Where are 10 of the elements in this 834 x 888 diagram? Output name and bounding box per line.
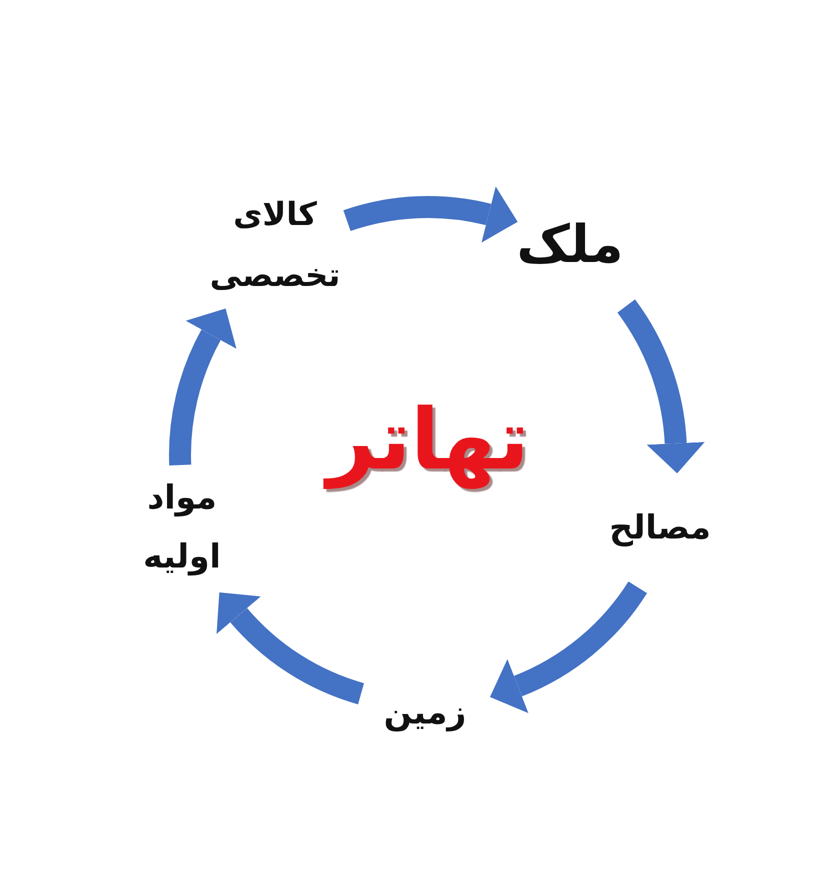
step-label: کالای تخصصی [210,184,340,306]
curved-arrow [617,300,705,474]
step-label: زمین [384,687,466,737]
step-label: مواد اولیه [143,468,221,586]
curved-arrow [490,581,647,713]
curved-arrow [217,592,364,704]
step-label: مصالح [609,502,711,552]
curved-arrow [169,308,237,466]
step-label: ملک [516,206,624,284]
curved-arrow [344,186,518,243]
